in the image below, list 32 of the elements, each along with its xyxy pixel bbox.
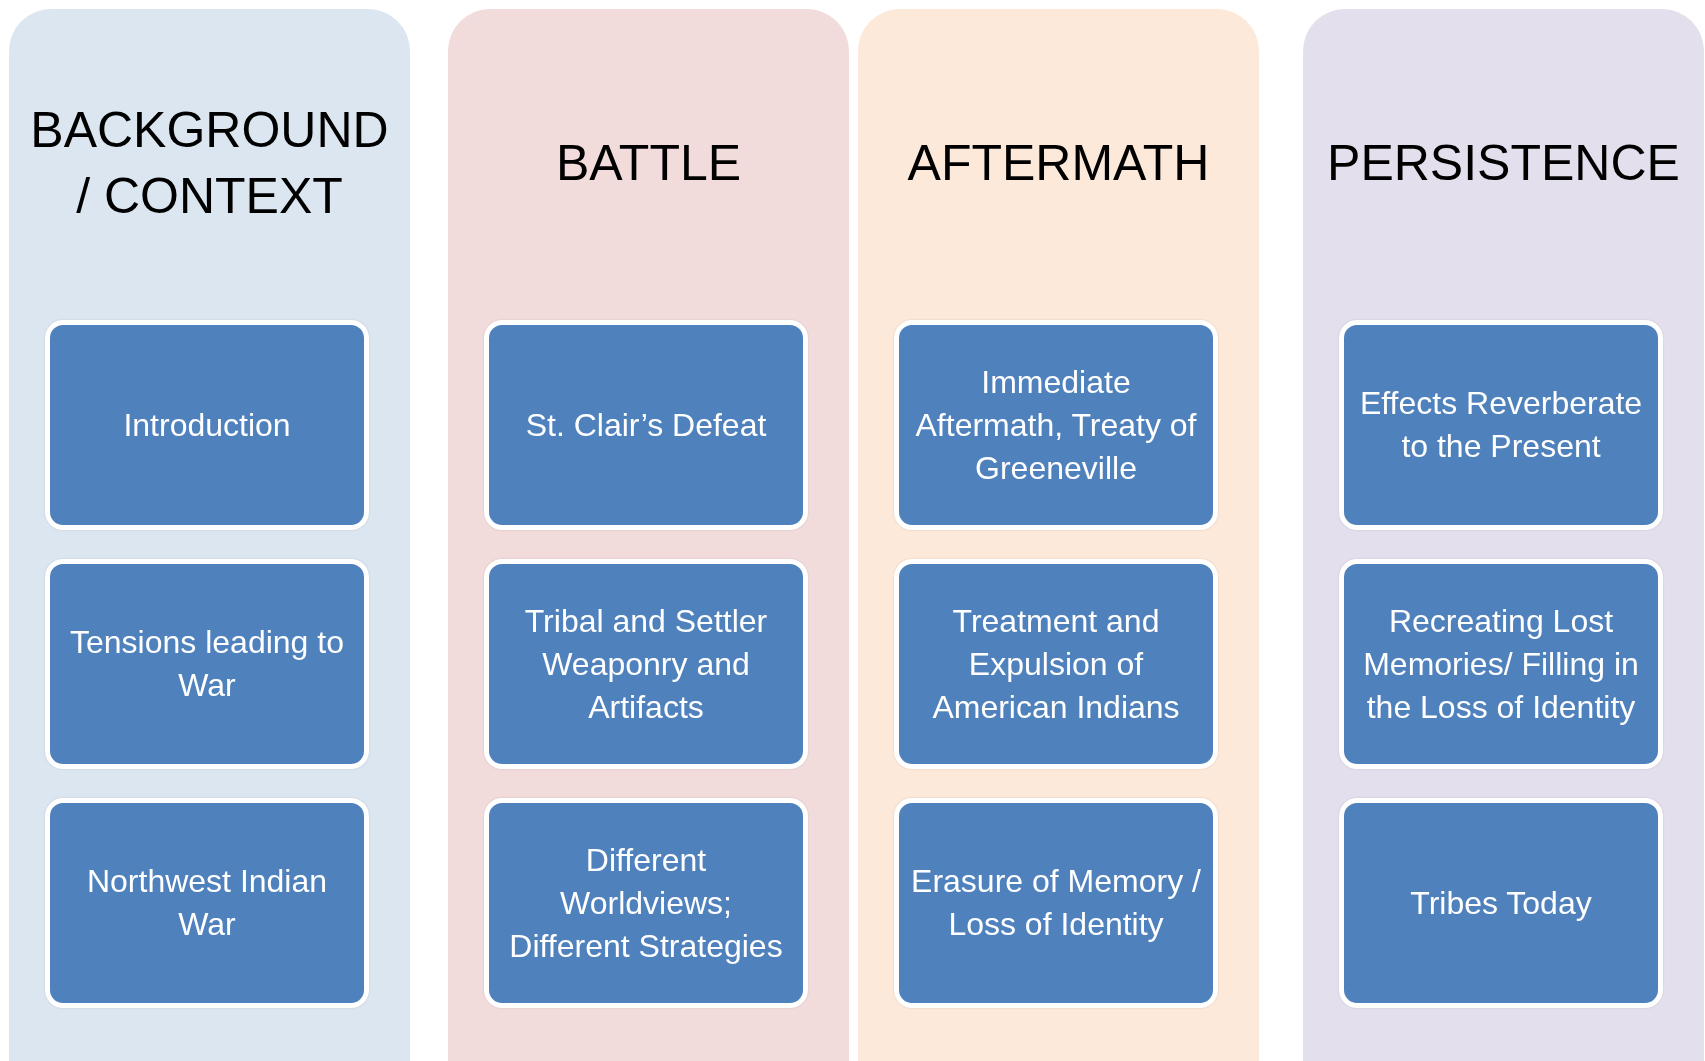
topic-box bbox=[1339, 559, 1663, 769]
topic-text: Different Worldviews; Different Strategies bbox=[508, 840, 784, 966]
topic-text: Immediate Aftermath, Treaty of Greeneville bbox=[914, 362, 1198, 488]
topic-box bbox=[894, 320, 1218, 530]
topic-box bbox=[45, 798, 369, 1008]
topic-text: St. Clair’s Defeat bbox=[525, 405, 767, 445]
topic-box bbox=[1339, 320, 1663, 530]
topic-box bbox=[894, 559, 1218, 769]
topic-box bbox=[45, 559, 369, 769]
topic-box bbox=[484, 559, 808, 769]
column-heading: PERSISTENCE bbox=[1327, 134, 1680, 193]
topic-text: Treatment and Expulsion of American Indians bbox=[931, 601, 1181, 727]
topic-text: Tensions leading to War bbox=[69, 623, 345, 705]
column-panel bbox=[9, 9, 410, 1061]
topic-box bbox=[45, 320, 369, 530]
column-heading: AFTERMATH bbox=[907, 134, 1210, 193]
topic-text: Introduction bbox=[123, 405, 291, 445]
topic-box bbox=[894, 798, 1218, 1008]
topic-box bbox=[484, 798, 808, 1008]
topic-text: Effects Reverberate to the Present bbox=[1358, 384, 1644, 466]
column-panel bbox=[1303, 9, 1704, 1061]
topic-box bbox=[1339, 798, 1663, 1008]
topic-text: Tribes Today bbox=[1410, 883, 1592, 923]
column-panel bbox=[448, 9, 849, 1061]
topic-box bbox=[484, 320, 808, 530]
topic-text: Recreating Lost Memories/ Filling in the Loss of Identity bbox=[1362, 601, 1640, 727]
topic-text: Northwest Indian War bbox=[85, 862, 329, 944]
topic-text: Tribal and Settler Weaponry and Artifacts bbox=[523, 601, 769, 727]
column-heading: BACKGROUND / CONTEXT bbox=[29, 101, 390, 226]
topic-text: Erasure of Memory / Loss of Identity bbox=[910, 862, 1202, 944]
column-heading: BATTLE bbox=[555, 134, 742, 193]
column-panel bbox=[858, 9, 1259, 1061]
